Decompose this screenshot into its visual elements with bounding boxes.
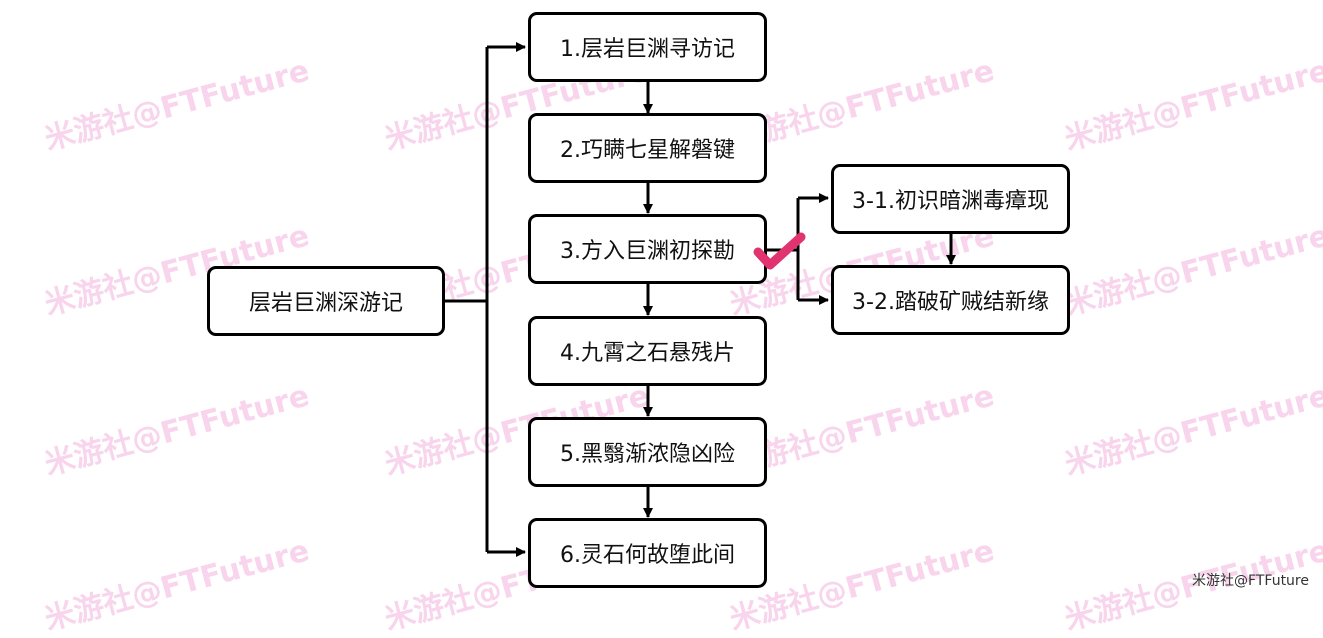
substep-node-2: 3-2.踏破矿贼结新缘	[831, 265, 1070, 335]
check-mark-icon	[753, 232, 806, 270]
step-node-3: 3.方入巨渊初探勘	[528, 214, 767, 284]
step-node-2: 2.巧瞒七星解磐键	[528, 113, 767, 183]
root-node: 层岩巨渊深游记	[207, 266, 445, 336]
step-node-5: 5.黑翳渐浓隐凶险	[528, 417, 767, 487]
flowchart-connectors	[444, 42, 956, 557]
credit-text: 米游社@FTFuture	[1192, 573, 1309, 589]
substep-node-1: 3-1.初识暗渊毒瘴现	[831, 164, 1070, 234]
step-node-6: 6.灵石何故堕此间	[528, 518, 767, 588]
step-node-4: 4.九霄之石悬残片	[528, 316, 767, 386]
step-node-1: 1.层岩巨渊寻访记	[528, 12, 767, 82]
